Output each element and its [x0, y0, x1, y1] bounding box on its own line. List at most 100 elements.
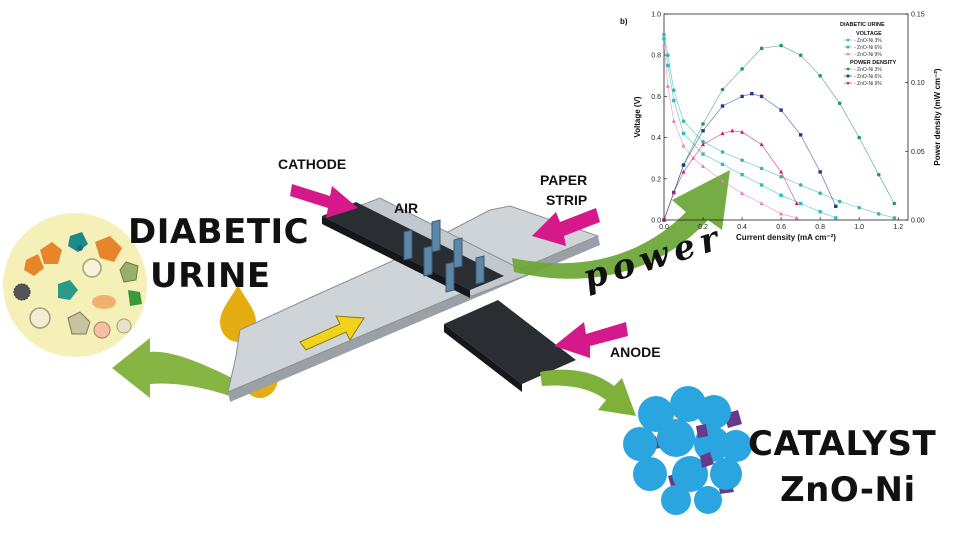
data-point — [701, 139, 705, 144]
legend-marker — [846, 81, 850, 85]
y-tick-label: 0.6 — [651, 94, 661, 101]
legend-voltage-header: VOLTAGE — [856, 31, 882, 37]
green-catalyst-arrow — [540, 369, 636, 416]
data-point — [857, 205, 861, 210]
y2-tick-label: 0.00 — [911, 218, 925, 225]
data-point — [701, 129, 705, 133]
catalyst-label: CATALYST — [748, 424, 937, 464]
data-point — [740, 158, 744, 163]
y2-tick-label: 0.15 — [911, 12, 925, 19]
legend-p-entry-3: - ZnO-Ni 9% — [854, 81, 882, 87]
data-point — [798, 133, 803, 137]
data-point — [818, 74, 822, 78]
data-point — [779, 211, 784, 216]
y2-tick-label: 0.10 — [911, 80, 925, 87]
air-label: AIR — [394, 200, 419, 216]
data-point — [720, 87, 725, 92]
data-point — [818, 170, 822, 174]
data-point — [740, 191, 745, 195]
data-point — [779, 174, 783, 179]
data-point — [759, 201, 764, 206]
y-tick-label: 0.0 — [651, 218, 661, 225]
magenta-arrows — [290, 184, 628, 358]
data-point — [671, 118, 676, 123]
data-point — [837, 101, 842, 106]
data-point — [794, 201, 799, 206]
glucose-molecules-icon — [13, 232, 142, 339]
data-point — [818, 191, 822, 196]
data-point — [794, 215, 799, 220]
data-point — [740, 67, 744, 71]
data-point — [892, 201, 897, 206]
data-point — [740, 129, 745, 134]
data-point — [681, 169, 686, 174]
chart-legend: DIABETIC URINE VOLTAGE - ZnO-Ni 3% - ZnO… — [840, 22, 896, 87]
x-tick-label: 1.0 — [854, 224, 864, 231]
x-tick-label: 0.0 — [659, 224, 669, 231]
series-line-5 — [663, 93, 837, 221]
data-point — [759, 142, 764, 147]
data-point — [779, 169, 784, 174]
data-point — [892, 216, 897, 220]
data-point — [740, 172, 744, 177]
data-point — [834, 204, 838, 208]
data-point — [701, 142, 706, 147]
paper-label: PAPER — [540, 172, 588, 188]
data-point — [720, 178, 725, 183]
y-axis-label: Voltage (V) — [633, 96, 642, 138]
chart-series — [662, 32, 897, 222]
data-point — [671, 190, 676, 195]
data-point — [671, 88, 676, 93]
cathode-label: CATHODE — [278, 156, 347, 172]
data-point — [662, 32, 666, 37]
data-point — [798, 201, 803, 206]
legend-marker — [846, 52, 850, 56]
data-point — [876, 172, 881, 177]
green-return-arrow — [112, 338, 232, 398]
plot-frame — [663, 13, 909, 221]
legend-power-header: POWER DENSITY — [850, 60, 896, 66]
diabetic-urine-circle — [3, 213, 147, 357]
legend-marker — [846, 38, 850, 42]
y-tick-label: 0.4 — [651, 135, 661, 142]
legend-v-entry-1: - ZnO-Ni 3% — [854, 38, 882, 44]
data-point — [720, 104, 725, 108]
data-point — [701, 122, 705, 126]
legend-v-entry-2: - ZnO-Ni 6% — [854, 45, 882, 51]
paper-strip-arrow-icon — [532, 208, 600, 246]
y-tick-label: 1.0 — [651, 12, 661, 19]
data-point — [857, 135, 861, 140]
y2-ticks: 0.00 0.05 0.10 0.15 — [905, 12, 925, 225]
data-point — [798, 183, 803, 187]
anode-arrow-icon — [554, 322, 628, 358]
x-tick-label: 0.6 — [776, 224, 786, 231]
x-tick-label: 0.8 — [815, 224, 825, 231]
data-point — [759, 166, 764, 171]
legend-v-entry-3: - ZnO-Ni 9% — [854, 52, 882, 58]
air-channel-pillars — [403, 219, 485, 293]
data-point — [701, 152, 705, 156]
legend-title: DIABETIC URINE — [840, 22, 885, 28]
urine-label: URINE — [150, 256, 271, 296]
anode-label: ANODE — [610, 344, 661, 360]
data-point — [672, 98, 676, 103]
y2-axis-label: Power density (mW cm⁻²) — [933, 68, 942, 165]
y-tick-label: 0.2 — [651, 176, 661, 183]
y2-tick-label: 0.05 — [911, 149, 925, 156]
x-tick-label: 1.2 — [893, 224, 903, 231]
series-line-6 — [663, 130, 797, 221]
data-point — [779, 43, 783, 48]
x-tick-label: 0.2 — [698, 224, 708, 231]
diabetic-label: DIABETIC — [128, 212, 310, 252]
data-point — [681, 131, 686, 136]
cathode-arrow-icon — [290, 184, 358, 218]
series-line-2 — [663, 38, 836, 219]
chart-panel-label: b) — [620, 17, 628, 26]
data-point — [750, 91, 754, 96]
data-point — [740, 94, 744, 99]
data-point — [662, 42, 666, 47]
data-point — [701, 164, 706, 169]
legend-marker — [846, 67, 850, 71]
